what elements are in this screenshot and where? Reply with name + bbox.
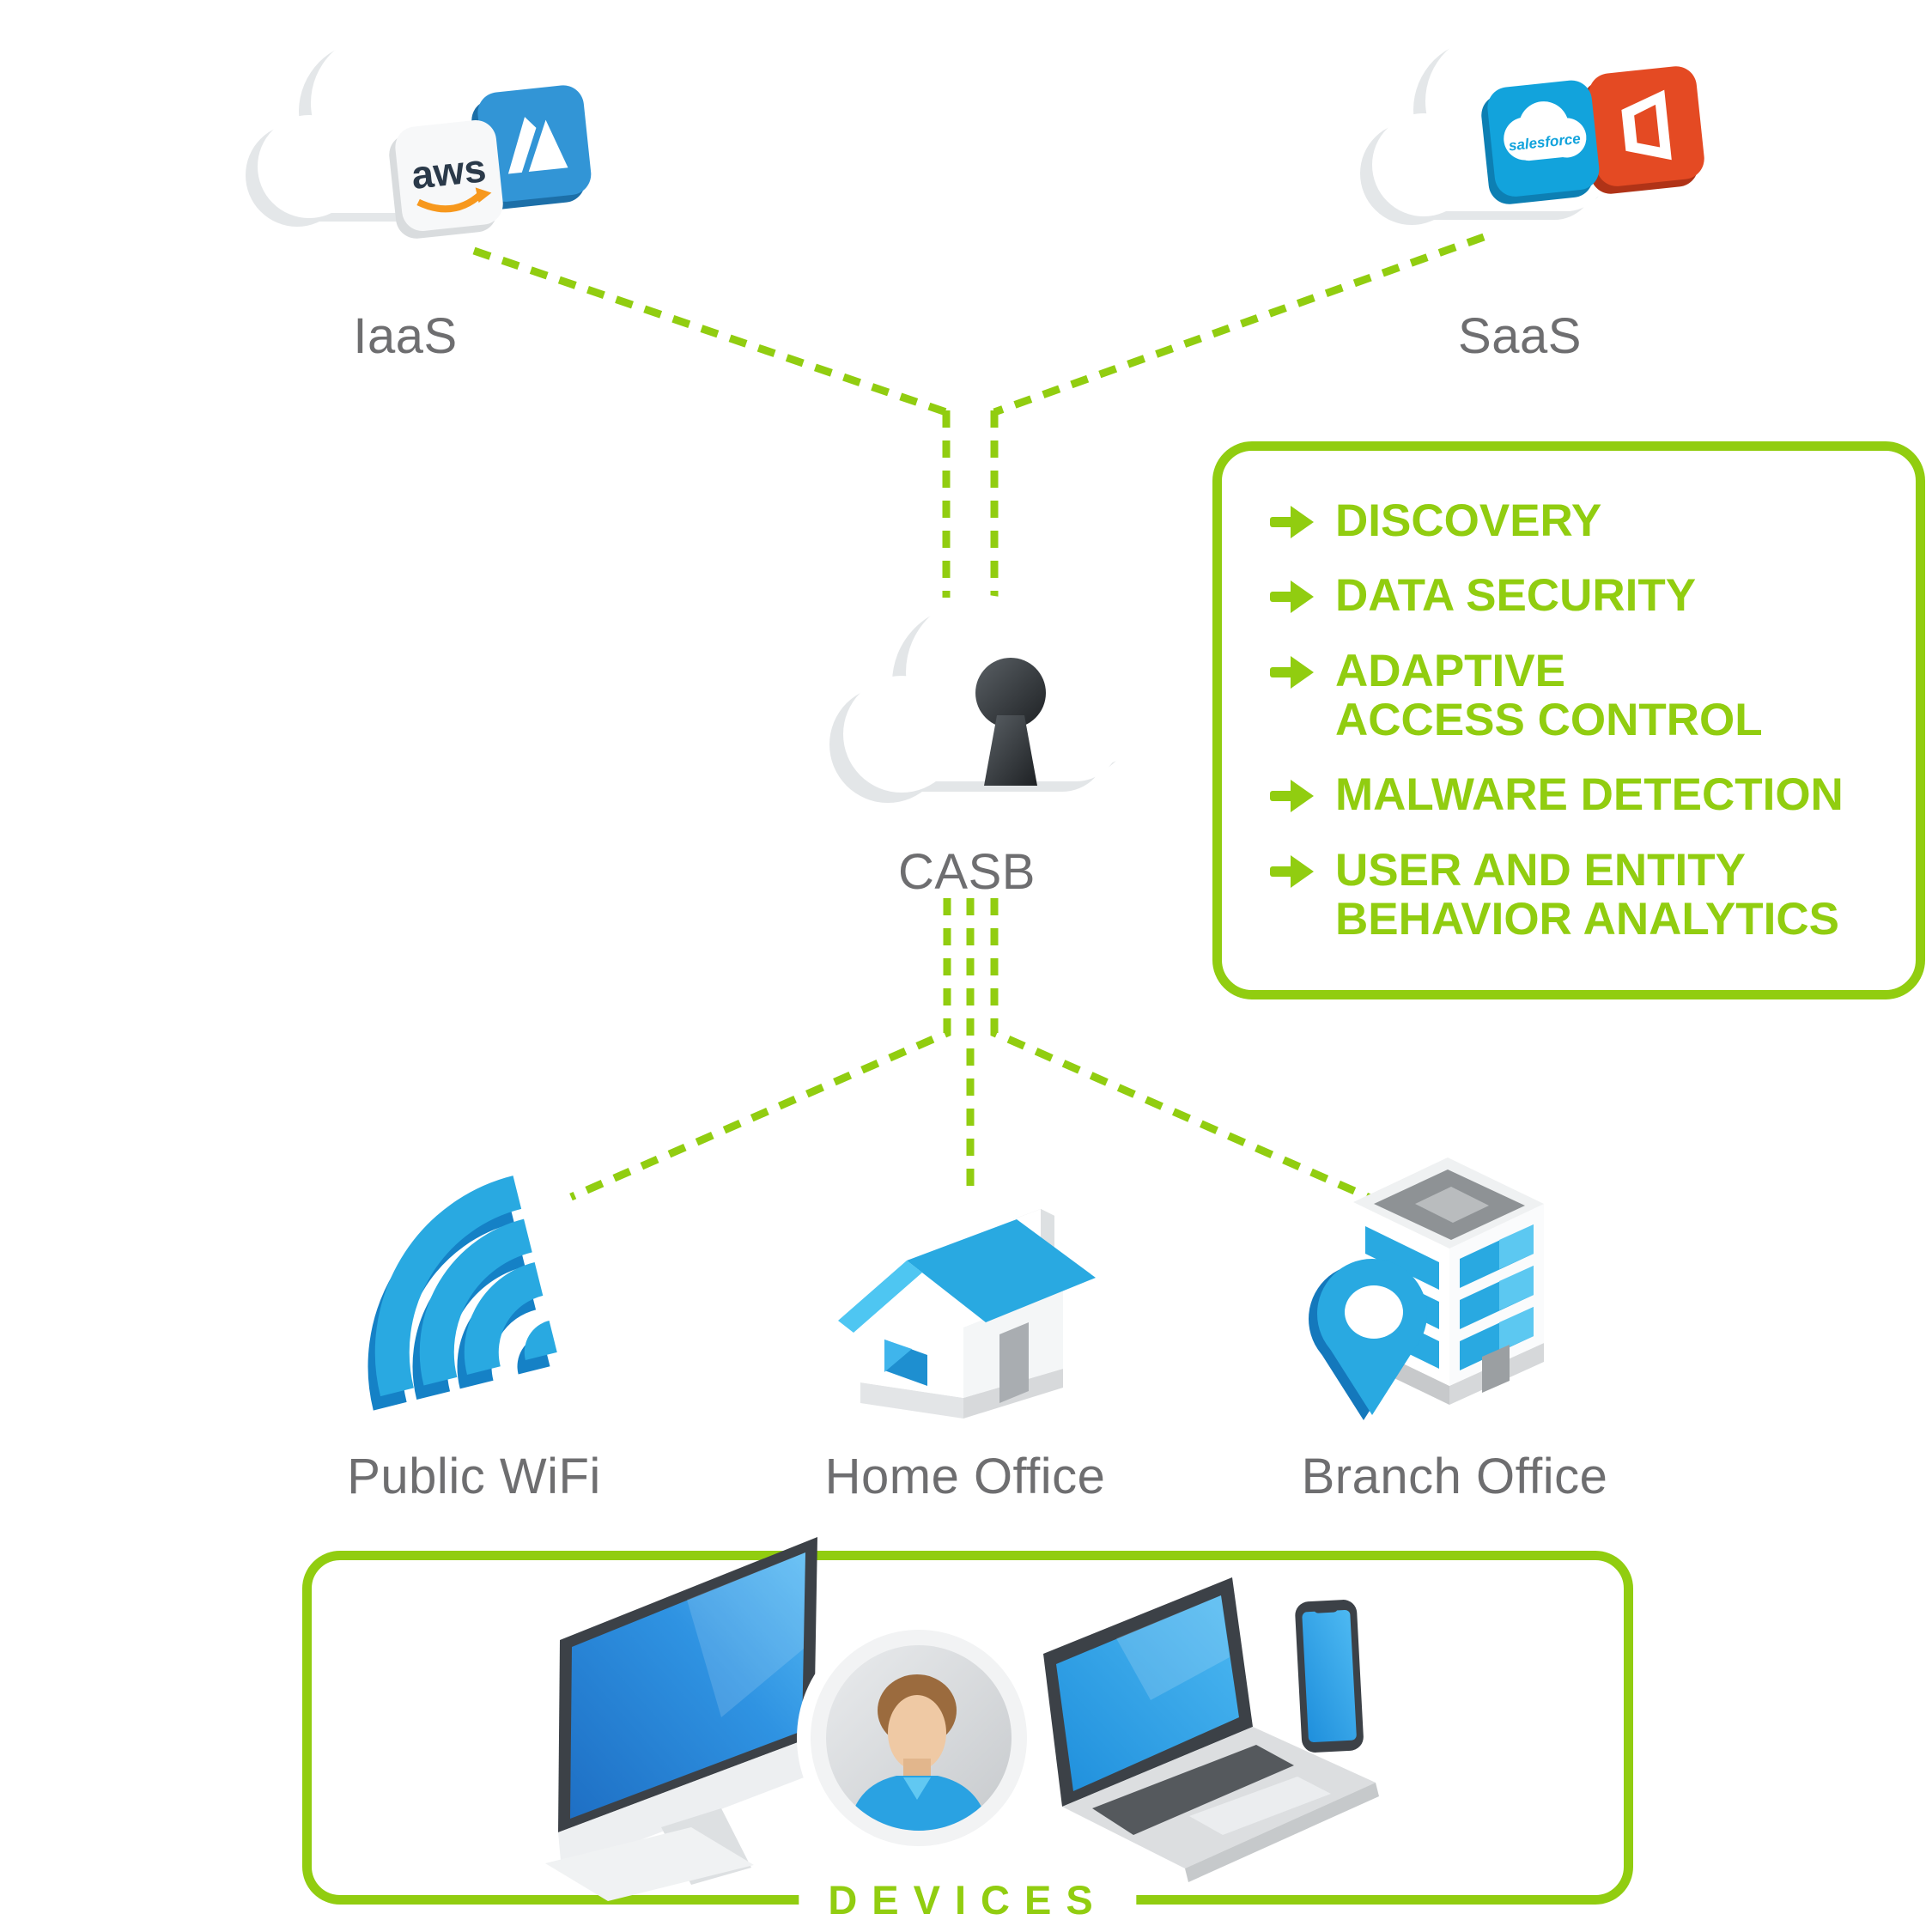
feature-item: DATA SECURITY <box>1270 572 1890 621</box>
aws-badge: aws <box>389 120 503 239</box>
feature-item: ADAPTIVE ACCESS CONTROL <box>1270 647 1890 744</box>
avatar-face <box>888 1695 946 1771</box>
feature-label: DISCOVERY <box>1335 495 1602 546</box>
devices-cluster <box>545 1537 1379 1901</box>
keyhole-icon <box>975 658 1046 786</box>
saas-label: SaaS <box>1458 308 1582 364</box>
casb-cloud-keyhole-icon <box>829 595 1148 803</box>
office-building-location-pin-icon <box>1309 1157 1544 1420</box>
feature-label: MALWARE DETECTION <box>1335 769 1844 821</box>
wifi-icon <box>368 1176 557 1411</box>
branch-office-label: Branch Office <box>1301 1449 1608 1504</box>
feature-label: USER AND ENTITY <box>1335 845 1747 896</box>
feature-item: DISCOVERY <box>1270 495 1890 546</box>
feature-label: ADAPTIVE <box>1335 645 1565 696</box>
connector-casb-wifi <box>569 898 951 1201</box>
avatar-shirt <box>848 1776 989 1831</box>
aws-logo-text: aws <box>410 145 489 197</box>
home-office-label: Home Office <box>824 1449 1106 1504</box>
arrow-right-icon <box>1270 505 1314 538</box>
office-365-badge <box>1583 66 1704 194</box>
user-avatar <box>797 1616 1041 1860</box>
salesforce-badge: salesforce <box>1481 80 1600 204</box>
casb-label: CASB <box>898 844 1036 900</box>
arrow-right-icon <box>1270 655 1314 689</box>
connector-saas-casb <box>993 233 1485 416</box>
saas-cloud-icon: salesforce <box>1360 31 1704 225</box>
location-pin-icon <box>1309 1259 1427 1420</box>
feature-label: BEHAVIOR ANALYTICS <box>1335 893 1839 945</box>
features-panel: DISCOVERY DATA SECURITY ADAPTIVE ACCESS … <box>1212 441 1925 999</box>
avatar-collar <box>903 1777 931 1800</box>
feature-label: DATA SECURITY <box>1335 570 1697 622</box>
iaas-cloud-icon: aws <box>246 33 592 239</box>
feature-label: ACCESS CONTROL <box>1335 694 1763 745</box>
feature-item: USER AND ENTITY BEHAVIOR ANALYTICS <box>1270 845 1890 945</box>
smartphone-icon <box>1295 1600 1364 1753</box>
desktop-monitor-icon <box>545 1537 817 1901</box>
laptop-icon <box>1043 1577 1379 1882</box>
house-icon <box>838 1209 1096 1419</box>
arrow-right-icon <box>1270 780 1314 813</box>
public-wifi-label: Public WiFi <box>347 1449 601 1504</box>
iaas-label: IaaS <box>353 308 458 364</box>
arrow-right-icon <box>1270 580 1314 614</box>
connector-iaas-casb <box>472 246 948 416</box>
feature-item: MALWARE DETECTION <box>1270 771 1890 820</box>
arrow-right-icon <box>1270 855 1314 889</box>
devices-label: DEVICES <box>799 1872 1137 1929</box>
